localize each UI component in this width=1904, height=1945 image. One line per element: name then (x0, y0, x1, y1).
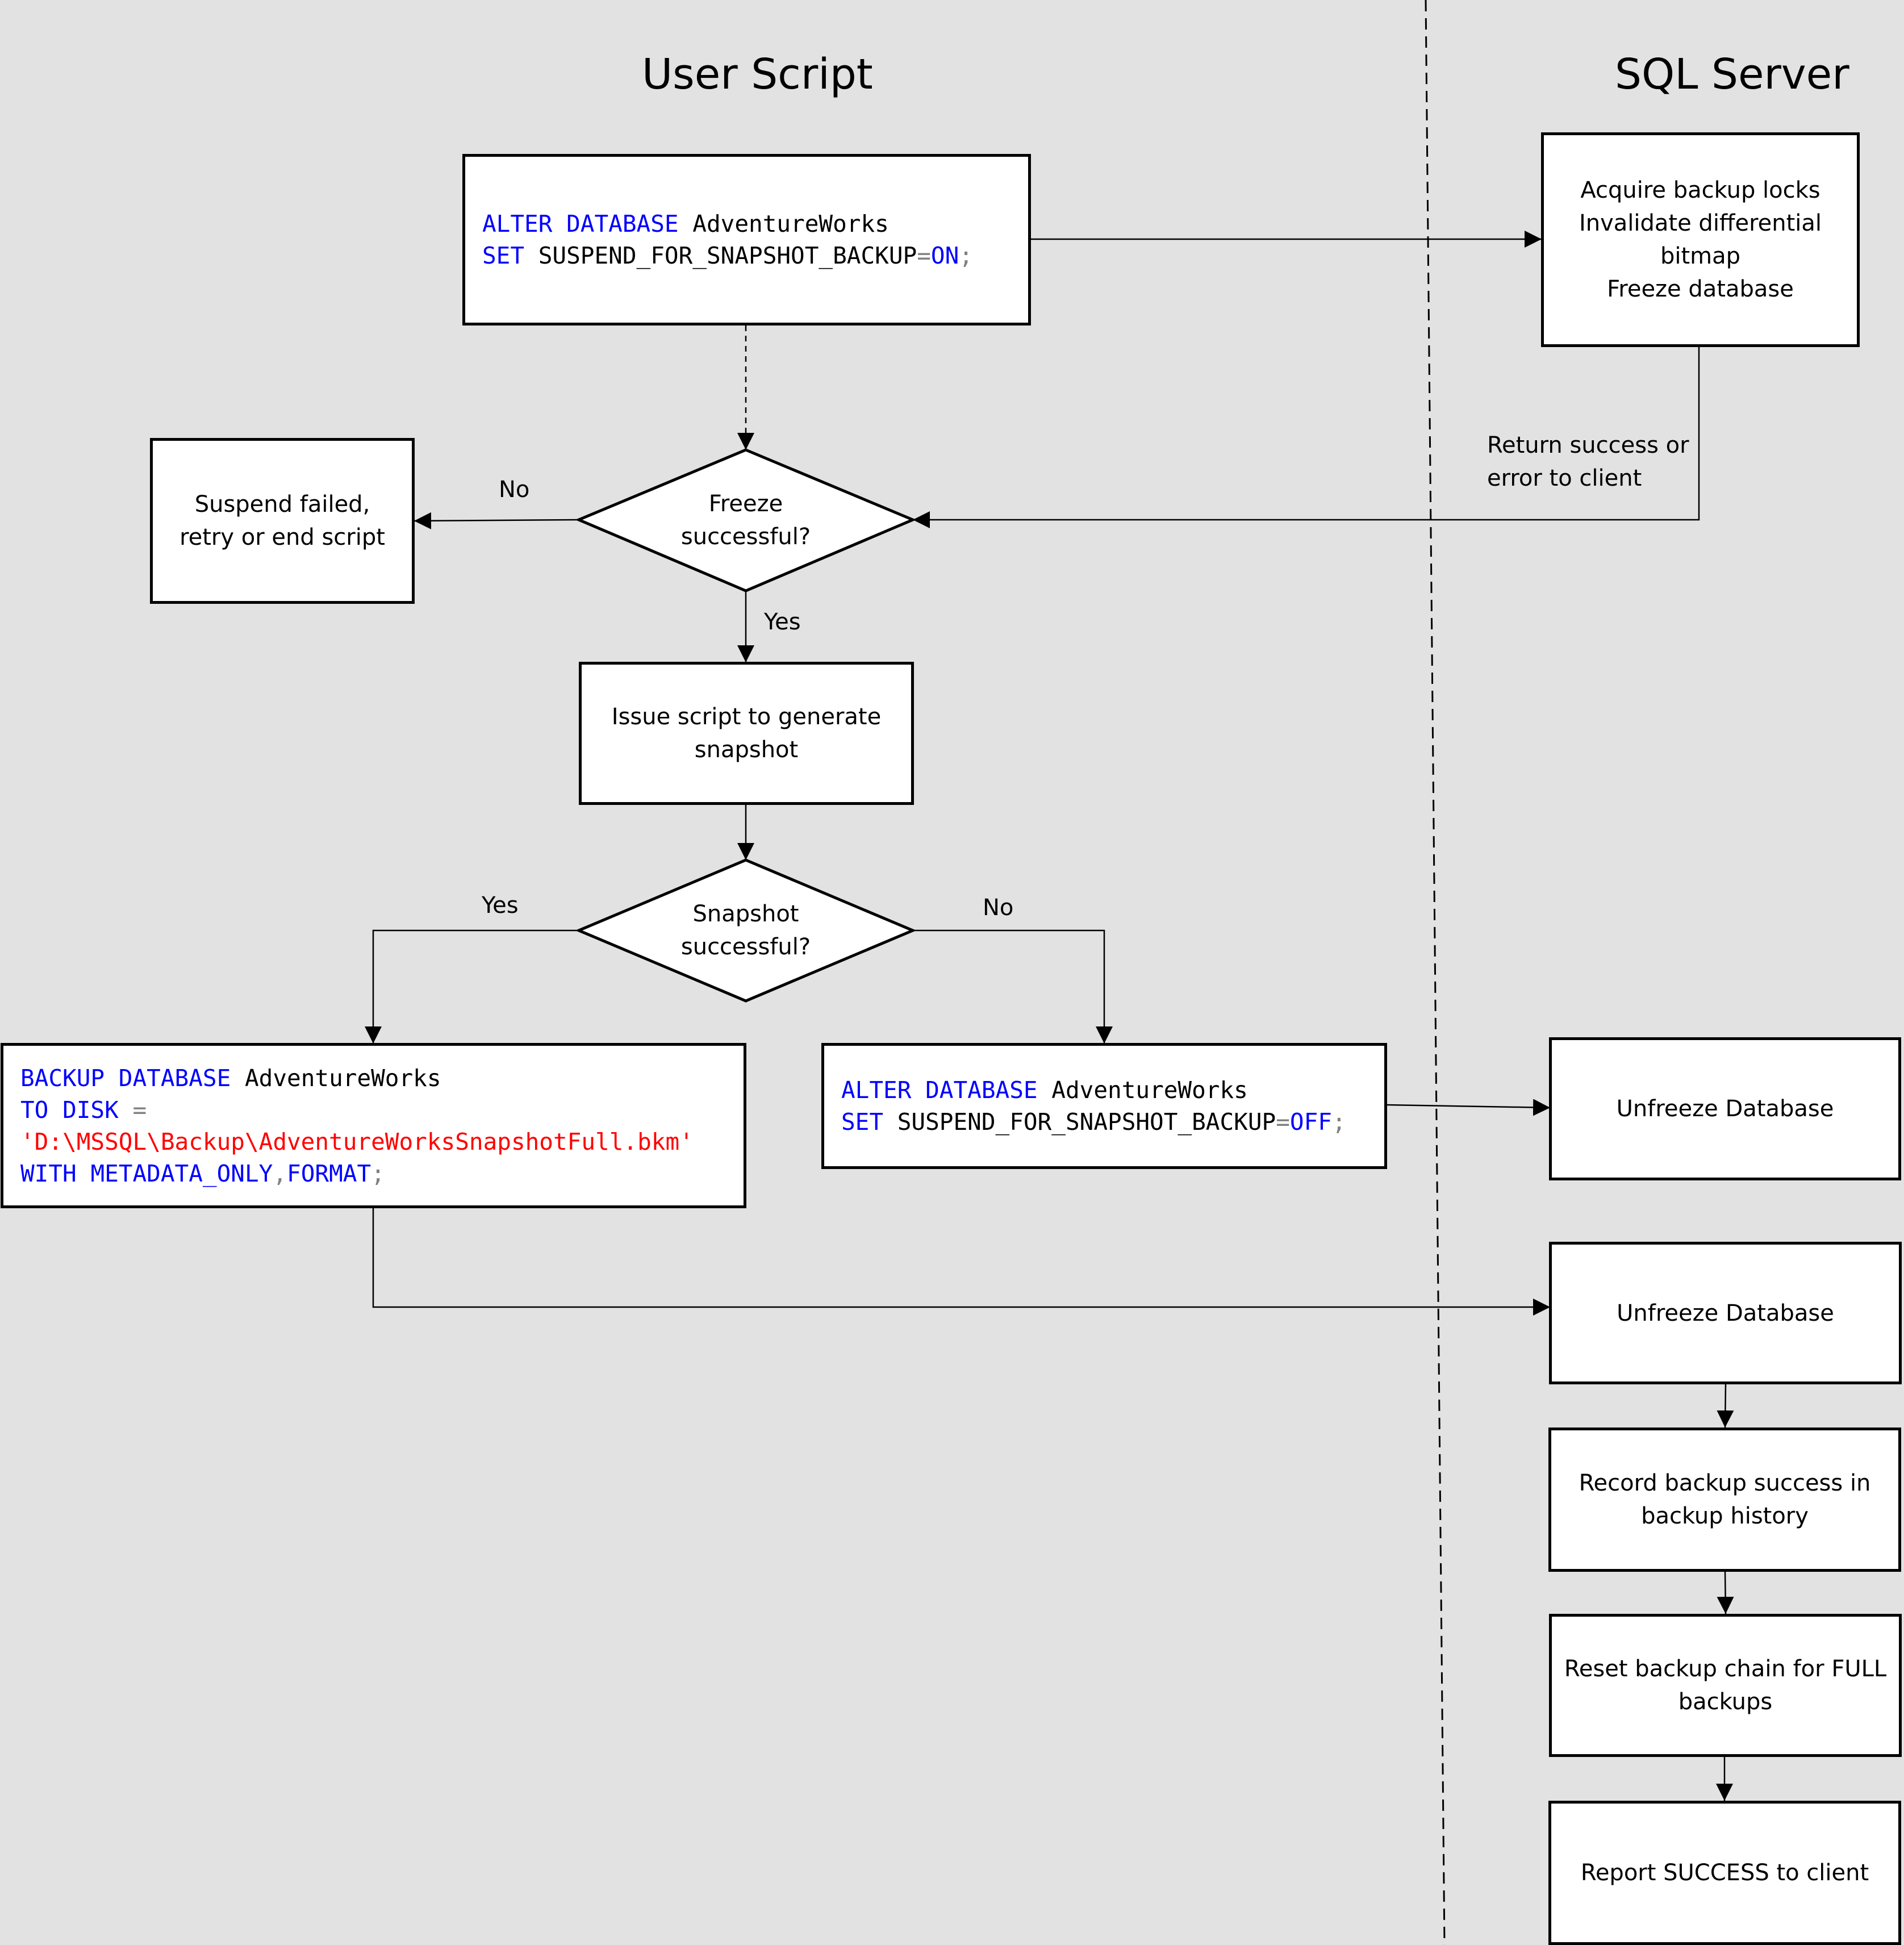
edge-unfreeze-to-record (1717, 1383, 1734, 1428)
issue-script-box: Issue script to generate snapshot (579, 662, 914, 805)
box-text-line: Record backup success in (1579, 1470, 1871, 1496)
lane-divider (1425, 0, 1446, 1945)
box-text-line: backup history (1641, 1503, 1809, 1529)
box-text-line: Issue script to generate (611, 704, 882, 730)
backup-database-box: BACKUP DATABASE AdventureWorks TO DISK =… (1, 1043, 746, 1208)
unfreeze-database-box-2: Unfreeze Database (1549, 1242, 1902, 1384)
box-text-line: bitmap (1660, 243, 1741, 269)
box-text-line: snapshot (694, 737, 799, 763)
alter-database-off-box: ALTER DATABASE AdventureWorks SET SUSPEN… (821, 1043, 1387, 1169)
box-text-line: Suspend failed, (194, 491, 370, 517)
lane-title-user-script: User Script (642, 50, 873, 99)
code-line: SET SUSPEND_FOR_SNAPSHOT_BACKUP=ON; (482, 242, 973, 269)
code-line: 'D:\MSSQL\Backup\AdventureWorksSnapshotF… (20, 1128, 694, 1155)
edge-snapshot-no (913, 929, 1113, 1044)
edge-freeze-no (414, 512, 579, 529)
code-line: BACKUP DATABASE AdventureWorks (20, 1064, 441, 1092)
code-line: TO DISK = (20, 1096, 147, 1124)
acquire-backup-locks-box: Acquire backup locks Invalidate differen… (1541, 132, 1860, 347)
snapshot-no-label: No (983, 895, 1014, 921)
snapshot-decision-diamond (575, 858, 917, 1003)
box-text-line: retry or end script (179, 524, 385, 550)
snapshot-decision-text: Snapshot successful? (680, 901, 811, 960)
box-text-line: Freeze database (1607, 276, 1794, 302)
edge-record-to-reset (1717, 1571, 1734, 1614)
reset-backup-chain-box: Reset backup chain for FULL backups (1549, 1614, 1902, 1757)
lane-title-sql-server: SQL Server (1615, 50, 1849, 99)
edge-acquire-return (913, 347, 1700, 528)
edge-snapshot-yes (365, 929, 579, 1044)
box-text-line: Invalidate differential (1579, 210, 1822, 236)
alter-database-on-box: ALTER DATABASE AdventureWorks SET SUSPEN… (462, 154, 1031, 325)
code-line: WITH METADATA_ONLY,FORMAT; (20, 1159, 385, 1187)
record-backup-history-box: Record backup success in backup history (1548, 1428, 1901, 1572)
box-text-line: backups (1678, 1689, 1773, 1715)
report-success-box: Report SUCCESS to client (1548, 1801, 1901, 1945)
code-line: SET SUSPEND_FOR_SNAPSHOT_BACKUP=OFF; (841, 1108, 1346, 1136)
box-text-line: Acquire backup locks (1580, 177, 1821, 203)
suspend-failed-box: Suspend failed, retry or end script (150, 438, 415, 604)
edge-alter-off-to-unfreeze (1386, 1099, 1551, 1116)
snapshot-yes-label: Yes (482, 892, 519, 919)
unfreeze-database-box-1: Unfreeze Database (1549, 1037, 1901, 1180)
return-success-label: Return success or error to client (1487, 432, 1689, 491)
code-line: ALTER DATABASE AdventureWorks (841, 1076, 1248, 1104)
code-line: ALTER DATABASE AdventureWorks (482, 210, 889, 237)
freeze-yes-label: Yes (764, 609, 801, 635)
freeze-decision-text: Freeze successful? (680, 491, 811, 550)
box-text-line: Reset backup chain for FULL (1564, 1656, 1887, 1682)
freeze-no-label: No (499, 477, 530, 503)
edge-backup-to-unfreeze (372, 1208, 1550, 1316)
